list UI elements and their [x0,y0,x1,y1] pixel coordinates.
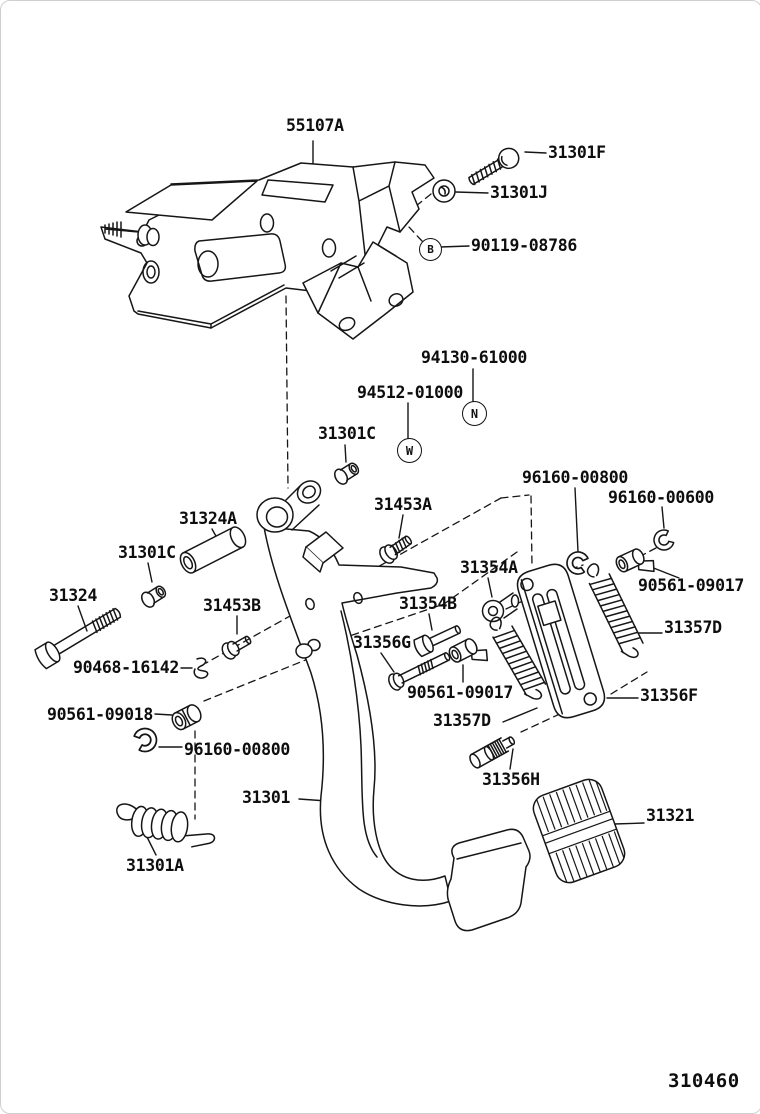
part-label-31321: 31321 [646,806,695,825]
part-label-31301c-upper: 31301C [318,424,376,443]
bolt-31354b [413,625,462,658]
pin-31356h [469,736,516,769]
pedal-pad-31321 [532,777,627,884]
part-label-90561-09017-right: 90561-09017 [638,576,744,595]
nut-31301j [432,179,456,203]
bolt-31453b [221,635,252,660]
part-label-31301f: 31301F [548,143,606,162]
part-label-96160-00800-upper: 96160-00800 [522,468,628,487]
spring-31357d-right [586,563,644,658]
clip-90468-16142 [193,657,209,679]
snap-ring-96160-00800-lower [133,727,158,753]
part-label-96160-00800-lower: 96160-00800 [184,740,290,759]
bush-90561-09017-left [448,638,489,663]
bolt-31453a [379,535,413,564]
part-label-31324: 31324 [49,586,98,605]
return-spring-31301a [116,803,216,848]
screw-31354a [481,592,520,623]
collar-31324a [179,526,247,574]
part-label-90561-09018: 90561-09018 [47,705,153,724]
spring-31357d-left [489,616,547,700]
part-label-31301c-left: 31301C [118,543,176,562]
part-label-31357d-right: 31357D [664,618,722,637]
part-label-31324a: 31324A [179,509,237,528]
part-label-31453a: 31453A [374,495,432,514]
bush-31301c-upper [334,462,360,485]
bush-31301c-left [141,585,167,608]
pin-31356g [388,652,451,691]
pedal-bracket-55107a [100,161,435,340]
callout-symbol-b: B [419,238,442,261]
part-label-31301: 31301 [242,788,291,807]
part-label-90468-16142: 90468-16142 [73,658,179,677]
bolt-31324 [34,607,122,670]
part-label-31356f: 31356F [640,686,698,705]
part-label-31301a: 31301A [126,856,184,875]
pedal-arm-31301 [256,480,531,932]
snap-ring-96160-00800-upper [566,551,589,575]
part-label-31354b: 31354B [399,594,457,613]
part-label-96160-00600: 96160-00600 [608,488,714,507]
drawing-number: 310460 [668,1070,740,1092]
callout-symbol-n: N [462,401,487,426]
bush-90561-09017-right [615,548,655,573]
part-label-94130-61000: 94130-61000 [421,348,527,367]
part-label-31453b: 31453B [203,596,261,615]
snap-ring-96160-00600 [653,529,675,551]
part-label-31356g: 31356G [353,633,411,652]
part-label-55107a: 55107A [286,116,344,135]
part-label-90561-09017-left: 90561-09017 [407,683,513,702]
part-label-31301j: 31301J [490,183,548,202]
part-label-31356h: 31356H [482,770,540,789]
bolt-31301f [468,147,520,186]
assist-plate-31356f [516,563,606,719]
callout-symbol-w: W [397,438,422,463]
part-label-31357d-left: 31357D [433,711,491,730]
bush-90561-09018 [171,704,202,731]
part-label-90119-08786: 90119-08786 [471,236,577,255]
part-label-94512-01000: 94512-01000 [357,383,463,402]
part-label-31354a: 31354A [460,558,518,577]
